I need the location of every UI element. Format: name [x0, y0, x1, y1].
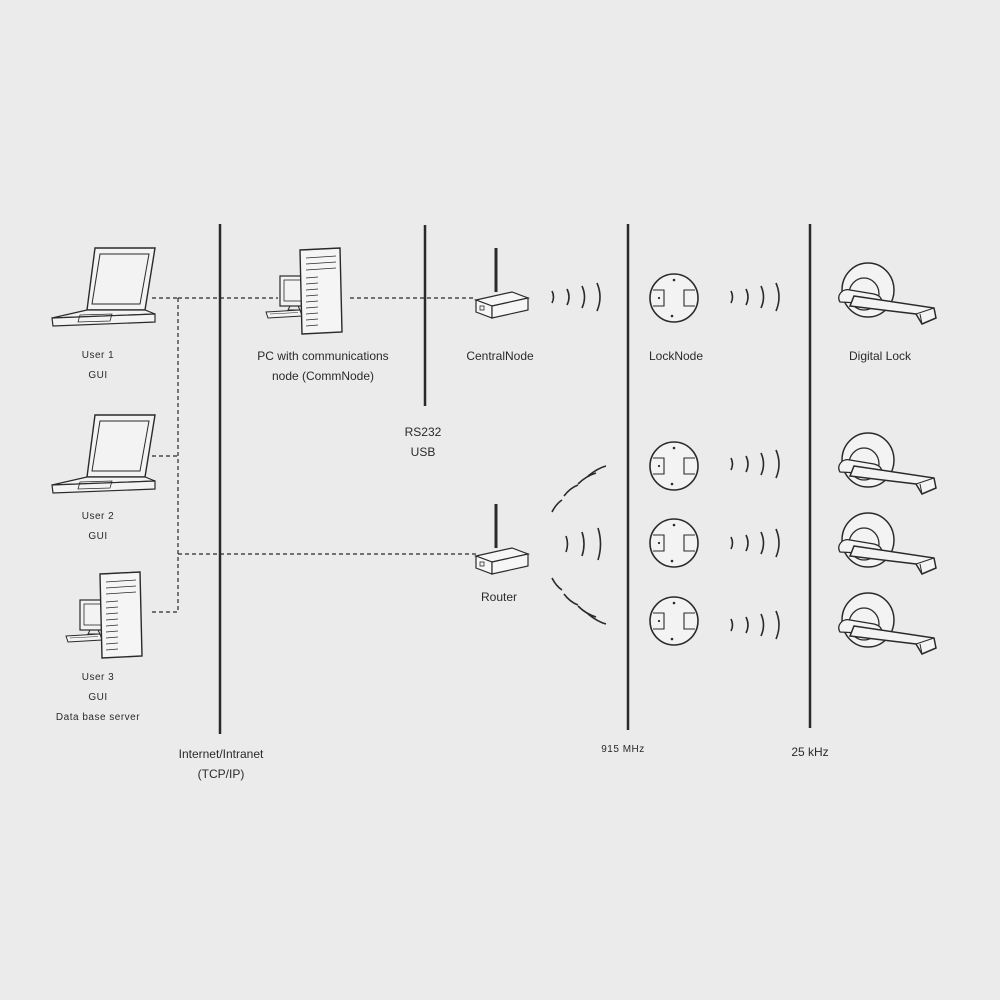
laptop-icon-user1: [51, 247, 156, 327]
door-lever-icon-1: [837, 262, 937, 325]
locknode-icon-1: [649, 273, 699, 323]
user1-name: User 1: [81, 350, 115, 361]
locknode-icon-3: [649, 518, 699, 568]
wireless-waves-icon: [551, 282, 601, 312]
wireless-waves-icon: [730, 282, 780, 312]
door-lever-icon-4: [837, 592, 937, 655]
wireless-waves-icon: [730, 610, 780, 640]
network-label-line2: (TCP/IP): [197, 767, 245, 781]
user3-extra: Data base server: [55, 712, 141, 723]
user3-role: GUI: [88, 692, 108, 703]
wireless-waves-icon: [730, 449, 780, 479]
user2-label: User 2 GUI: [58, 507, 138, 547]
rs232-usb-label: RS232 USB: [388, 422, 458, 462]
locknode-icon-2: [649, 441, 699, 491]
router-icon: [474, 502, 530, 576]
commnode-label: PC with communications node (CommNode): [238, 346, 408, 386]
centralnode-icon: [474, 246, 530, 320]
door-lever-icon-2: [837, 432, 937, 495]
workstation-icon-user3: [65, 571, 143, 659]
freq-25-label: 25 kHz: [791, 745, 829, 759]
network-label: Internet/Intranet (TCP/IP): [156, 744, 286, 784]
router-label: Router: [480, 590, 518, 604]
user2-name: User 2: [81, 511, 115, 522]
digital-lock-label: Digital Lock: [848, 349, 912, 363]
user3-name: User 3: [81, 672, 115, 683]
wireless-waves-icon: [730, 528, 780, 558]
network-label-line1: Internet/Intranet: [178, 747, 264, 761]
locknode-label: LockNode: [648, 349, 704, 363]
locknode-icon-4: [649, 596, 699, 646]
commnode-label-line2: node (CommNode): [271, 369, 375, 383]
rs232-label: RS232: [404, 425, 442, 439]
centralnode-label: CentralNode: [466, 349, 534, 363]
freq-915-label: 915 MHz: [601, 744, 645, 755]
door-lever-icon-3: [837, 512, 937, 575]
laptop-icon-user2: [51, 414, 156, 494]
router-broadcast-icon: [551, 465, 607, 625]
usb-label: USB: [410, 445, 436, 459]
user1-label: User 1 GUI: [58, 346, 138, 386]
user1-role: GUI: [88, 370, 108, 381]
dashed-connections: [152, 297, 476, 613]
commnode-label-line1: PC with communications: [257, 349, 389, 363]
workstation-icon-commnode: [265, 247, 343, 335]
user2-role: GUI: [88, 531, 108, 542]
user3-label: User 3 GUI Data base server: [48, 668, 148, 728]
